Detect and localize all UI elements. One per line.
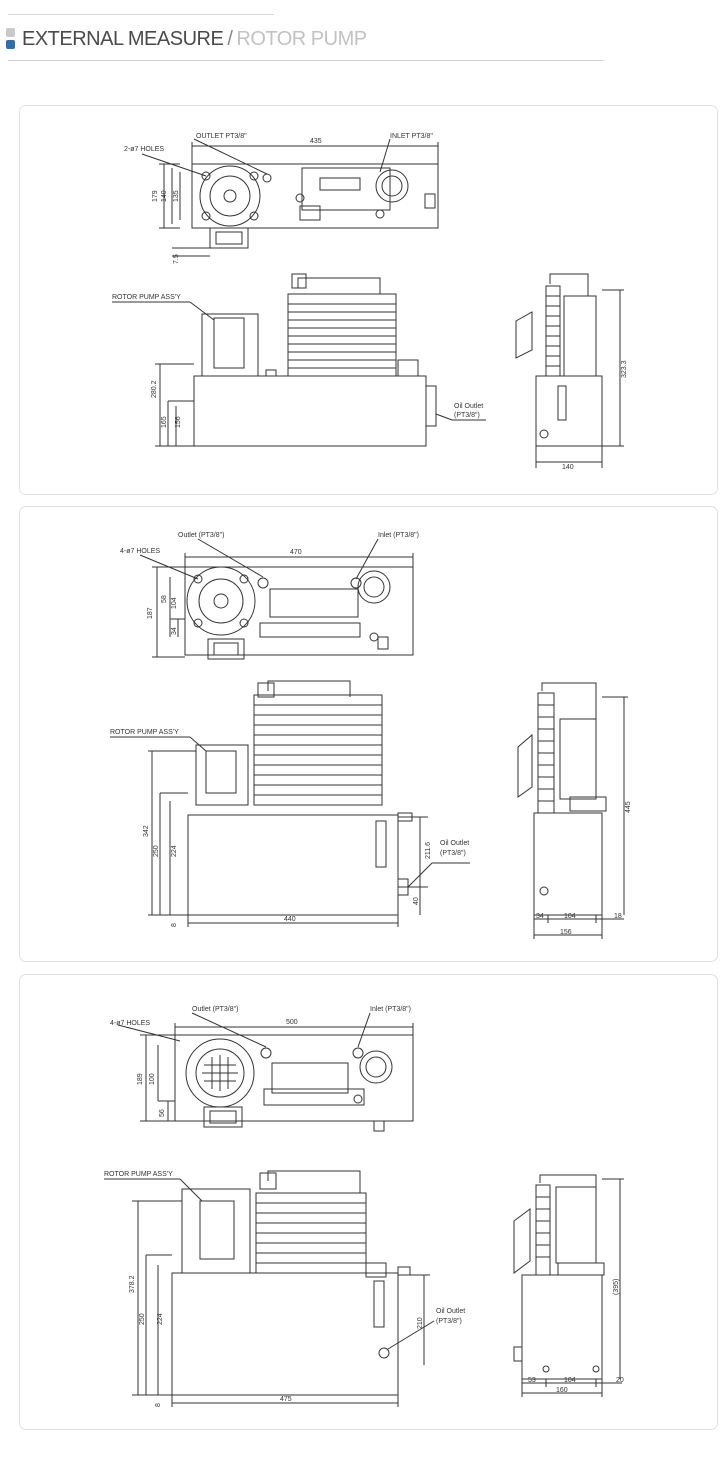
holes-label: 4-ø7 HOLES	[110, 1020, 150, 1027]
rotor-pump-drawing-2: 4-ø7 HOLES Outlet (PT3/8") Inlet (PT3/8"…	[110, 532, 632, 939]
side-view-2	[517, 682, 607, 916]
rotor-pump-drawing-1: 2-ø7 HOLES OUTLET PT3/8" INLET PT3/8" 43…	[112, 133, 628, 471]
rotor-pump-drawing-3: 4-ø7 HOLES Outlet (PT3/8") Inlet (PT3/8"…	[104, 1006, 624, 1407]
top-h3-dim: 135	[173, 190, 180, 202]
front-base-dim: 8	[155, 1403, 162, 1407]
inlet-label: INLET PT3/8"	[390, 133, 433, 140]
top-view-3	[174, 1034, 414, 1132]
side-width-dim: 156	[560, 929, 572, 936]
drawing-panel-2: 4-ø7 HOLES Outlet (PT3/8") Inlet (PT3/8"…	[19, 506, 718, 962]
page-header: EXTERNAL MEASURE / ROTOR PUMP	[6, 24, 367, 54]
top-view-2	[184, 566, 414, 660]
oil-outlet-label: Oil Outlet	[454, 403, 483, 410]
top-rule	[8, 14, 274, 15]
side-w2-dim: 104	[564, 1377, 576, 1384]
page-title: EXTERNAL MEASURE	[22, 27, 224, 50]
outlet-label: OUTLET PT3/8"	[196, 133, 247, 140]
side-total-dim: (395)	[613, 1279, 620, 1295]
side-w2-dim: 104	[564, 913, 576, 920]
drawing-panel-3: 4-ø7 HOLES Outlet (PT3/8") Inlet (PT3/8"…	[19, 974, 718, 1430]
holes-label: 4-ø7 HOLES	[120, 548, 160, 555]
header-bullet-icon	[6, 28, 16, 50]
front-tank-dim: 250	[153, 845, 160, 857]
front-width-dim: 440	[284, 916, 296, 923]
front-view-1	[193, 273, 437, 447]
front-low-dim: 40	[413, 897, 420, 905]
top-h4-dim: 7.5	[173, 254, 180, 264]
top-h2-dim: 140	[161, 190, 168, 202]
outlet-label: Outlet (PT3/8")	[192, 1006, 238, 1013]
assy-label: ROTOR PUMP ASS'Y	[110, 729, 179, 736]
outlet-label: Outlet (PT3/8")	[178, 532, 224, 539]
inlet-label: Inlet (PT3/8")	[370, 1006, 411, 1013]
top-h1-dim: 189	[137, 1073, 144, 1085]
front-total-dim: 378.2	[129, 1275, 136, 1293]
holes-label: 2-ø7 HOLES	[124, 146, 164, 153]
oil-outlet-label: Oil Outlet	[436, 1308, 465, 1315]
oil-outlet-spec: (PT3/8")	[454, 412, 480, 419]
front-view-2	[187, 680, 413, 916]
page-subtitle: ROTOR PUMP	[236, 27, 367, 50]
top-width-dim: 500	[286, 1019, 298, 1026]
top-h4-dim: 34	[171, 627, 178, 635]
inlet-label: Inlet (PT3/8")	[378, 532, 419, 539]
front-base-dim: 8	[171, 923, 178, 927]
oil-outlet-spec: (PT3/8")	[440, 850, 466, 857]
side-w3-dim: 18	[614, 913, 622, 920]
side-total-dim: 445	[625, 801, 632, 813]
front-total-dim: 342	[143, 825, 150, 837]
drawing-panel-1: 2-ø7 HOLES OUTLET PT3/8" INLET PT3/8" 43…	[19, 105, 718, 495]
front-outlet-dim: 210	[417, 1317, 424, 1329]
top-width-dim: 435	[310, 138, 322, 145]
side-total-dim: 323.3	[621, 360, 628, 378]
front-outlet-dim: 211.6	[425, 842, 432, 859]
oil-outlet-label: Oil Outlet	[440, 840, 469, 847]
side-w1-dim: 34	[536, 913, 544, 920]
assy-label: ROTOR PUMP ASS'Y	[104, 1171, 173, 1178]
front-inner-dim: 224	[157, 1313, 164, 1325]
oil-outlet-spec: (PT3/8")	[436, 1318, 462, 1325]
top-h2-dim: 100	[149, 1073, 156, 1085]
assy-label: ROTOR PUMP ASS'Y	[112, 294, 181, 301]
front-tank-dim: 250	[139, 1313, 146, 1325]
top-h3-dim: 104	[171, 597, 178, 609]
top-h1-dim: 187	[147, 607, 154, 619]
side-w3-dim: 20	[616, 1377, 624, 1384]
side-width-dim: 160	[556, 1387, 568, 1394]
front-total-dim: 280.2	[151, 380, 158, 398]
side-w1-dim: 53	[528, 1377, 536, 1384]
top-width-dim: 470	[290, 549, 302, 556]
side-view-1	[515, 273, 603, 447]
top-h1-dim: 179	[152, 190, 159, 202]
side-view-3	[513, 1174, 605, 1380]
front-view-3	[171, 1170, 411, 1396]
top-h2-dim: 58	[161, 595, 168, 603]
front-width-dim: 475	[280, 1396, 292, 1403]
front-inner-dim: 224	[171, 845, 178, 857]
top-view-1	[191, 163, 439, 249]
header-divider	[8, 60, 604, 61]
title-separator: /	[227, 27, 233, 50]
front-inner-dim: 156	[175, 416, 182, 428]
side-width-dim: 140	[562, 464, 574, 471]
top-h3-dim: 56	[159, 1109, 166, 1117]
front-tank-dim: 165	[161, 416, 168, 428]
